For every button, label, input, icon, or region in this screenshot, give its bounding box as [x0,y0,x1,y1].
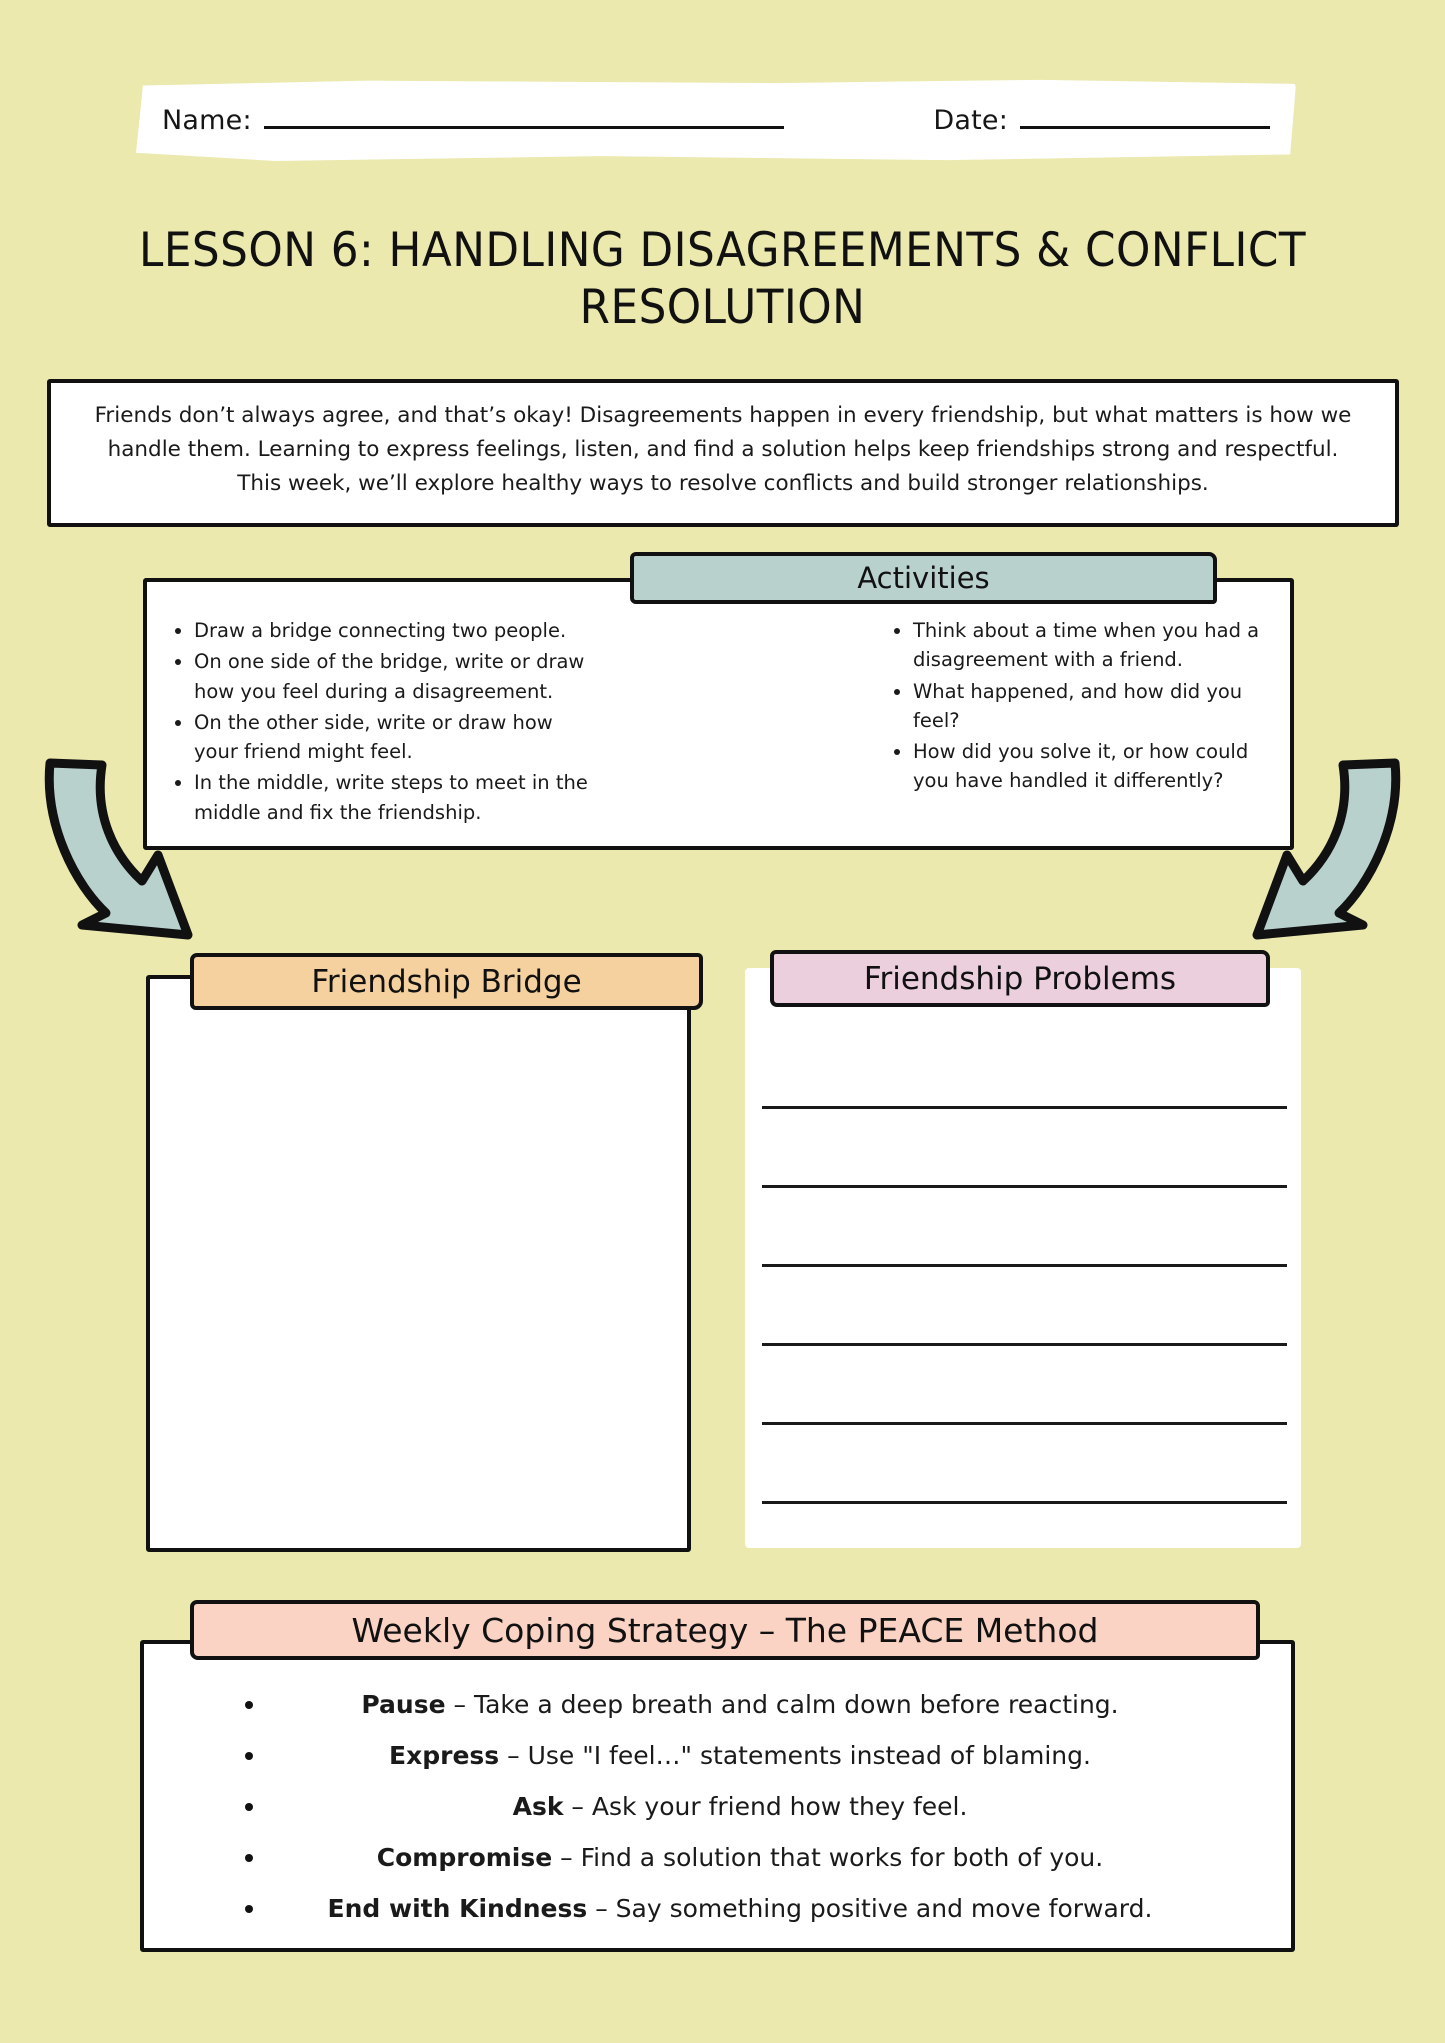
page-title-line-1: LESSON 6: HANDLING DISAGREEMENTS & CONFL… [138,223,1307,278]
friendship-problems-write-lines [762,1030,1287,1504]
write-line[interactable] [762,1425,1287,1504]
intro-box [47,379,1399,527]
list-item: Draw a bridge connecting two people. [194,616,594,645]
activities-columns: Draw a bridge connecting two people. On … [160,616,1280,829]
curved-arrow-left-icon [44,758,193,940]
page-title-line-2: RESOLUTION [579,280,866,336]
bullet-icon [245,1854,253,1862]
list-item: In the middle, write steps to meet in th… [194,768,594,827]
date-label: Date: [933,104,1008,136]
list-item: What happened, and how did you feel? [913,677,1280,736]
name-date-fields: Name: Date: [136,79,1296,161]
friendship-problems-tab: Friendship Problems [770,950,1270,1007]
curved-arrow-right-icon [1252,758,1401,940]
peace-description: Find a solution that works for both of y… [580,1843,1104,1872]
friendship-bridge-tab: Friendship Bridge [190,953,703,1010]
friendship-problems-label: Friendship Problems [863,960,1177,997]
activities-tab-label: Activities [857,561,990,595]
activities-right-list: Think about a time when you had a disagr… [735,616,1280,796]
write-line[interactable] [762,1346,1287,1425]
activities-panel [143,578,1294,850]
peace-term: Compromise [376,1843,553,1872]
friendship-bridge-drawing-area[interactable] [146,975,691,1552]
name-date-strip [136,79,1296,161]
friendship-problems-area [745,968,1301,1548]
write-line[interactable] [762,1267,1287,1346]
bullet-icon [245,1752,253,1760]
name-label: Name: [162,104,252,136]
activities-tab: Activities [630,552,1217,604]
bullet-icon [245,1803,253,1811]
list-item: Pause – Take a deep breath and calm down… [195,1692,1245,1743]
intro-paragraph: Friends don’t always agree, and that’s o… [94,403,1352,496]
peace-description: Say something positive and move forward. [615,1894,1153,1923]
activities-right-column: Think about a time when you had a disagr… [735,616,1280,829]
peace-description: Use "I feel…" statements instead of blam… [527,1741,1091,1770]
peace-dash: – [445,1690,474,1719]
peace-method-tab: Weekly Coping Strategy – The PEACE Metho… [190,1600,1260,1660]
peace-term: End with Kindness [327,1894,588,1923]
peace-term: Pause [361,1690,446,1719]
write-line[interactable] [762,1188,1287,1267]
list-item: Think about a time when you had a disagr… [913,616,1280,675]
peace-term: Ask [512,1792,564,1821]
activities-left-column: Draw a bridge connecting two people. On … [160,616,705,829]
write-line[interactable] [762,1030,1287,1109]
peace-description: Take a deep breath and calm down before … [473,1690,1119,1719]
peace-dash: – [499,1741,528,1770]
list-item: On one side of the bridge, write or draw… [194,647,594,706]
date-input-line[interactable] [1020,125,1270,129]
write-line[interactable] [762,1109,1287,1188]
bullet-icon [245,1701,253,1709]
list-item: How did you solve it, or how could you h… [913,737,1280,796]
list-item: Ask – Ask your friend how they feel. [195,1794,1245,1845]
peace-method-label: Weekly Coping Strategy – The PEACE Metho… [351,1610,1099,1650]
list-item: End with Kindness – Say something positi… [195,1896,1245,1947]
peace-term: Express [389,1741,500,1770]
bullet-icon [245,1905,253,1913]
peace-method-box [140,1640,1295,1952]
peace-method-list: Pause – Take a deep breath and calm down… [195,1692,1245,1947]
peace-description: Ask your friend how they feel. [591,1792,968,1821]
friendship-bridge-label: Friendship Bridge [311,963,582,1000]
peace-dash: – [552,1843,581,1872]
page-title: LESSON 6: HANDLING DISAGREEMENTS & CONFL… [116,222,1330,337]
peace-dash: – [587,1894,616,1923]
peace-dash: – [563,1792,592,1821]
activities-left-list: Draw a bridge connecting two people. On … [160,616,705,827]
name-input-line[interactable] [263,125,784,129]
list-item: On the other side, write or draw how you… [194,708,594,767]
list-item: Compromise – Find a solution that works … [195,1845,1245,1896]
list-item: Express – Use "I feel…" statements inste… [195,1743,1245,1794]
